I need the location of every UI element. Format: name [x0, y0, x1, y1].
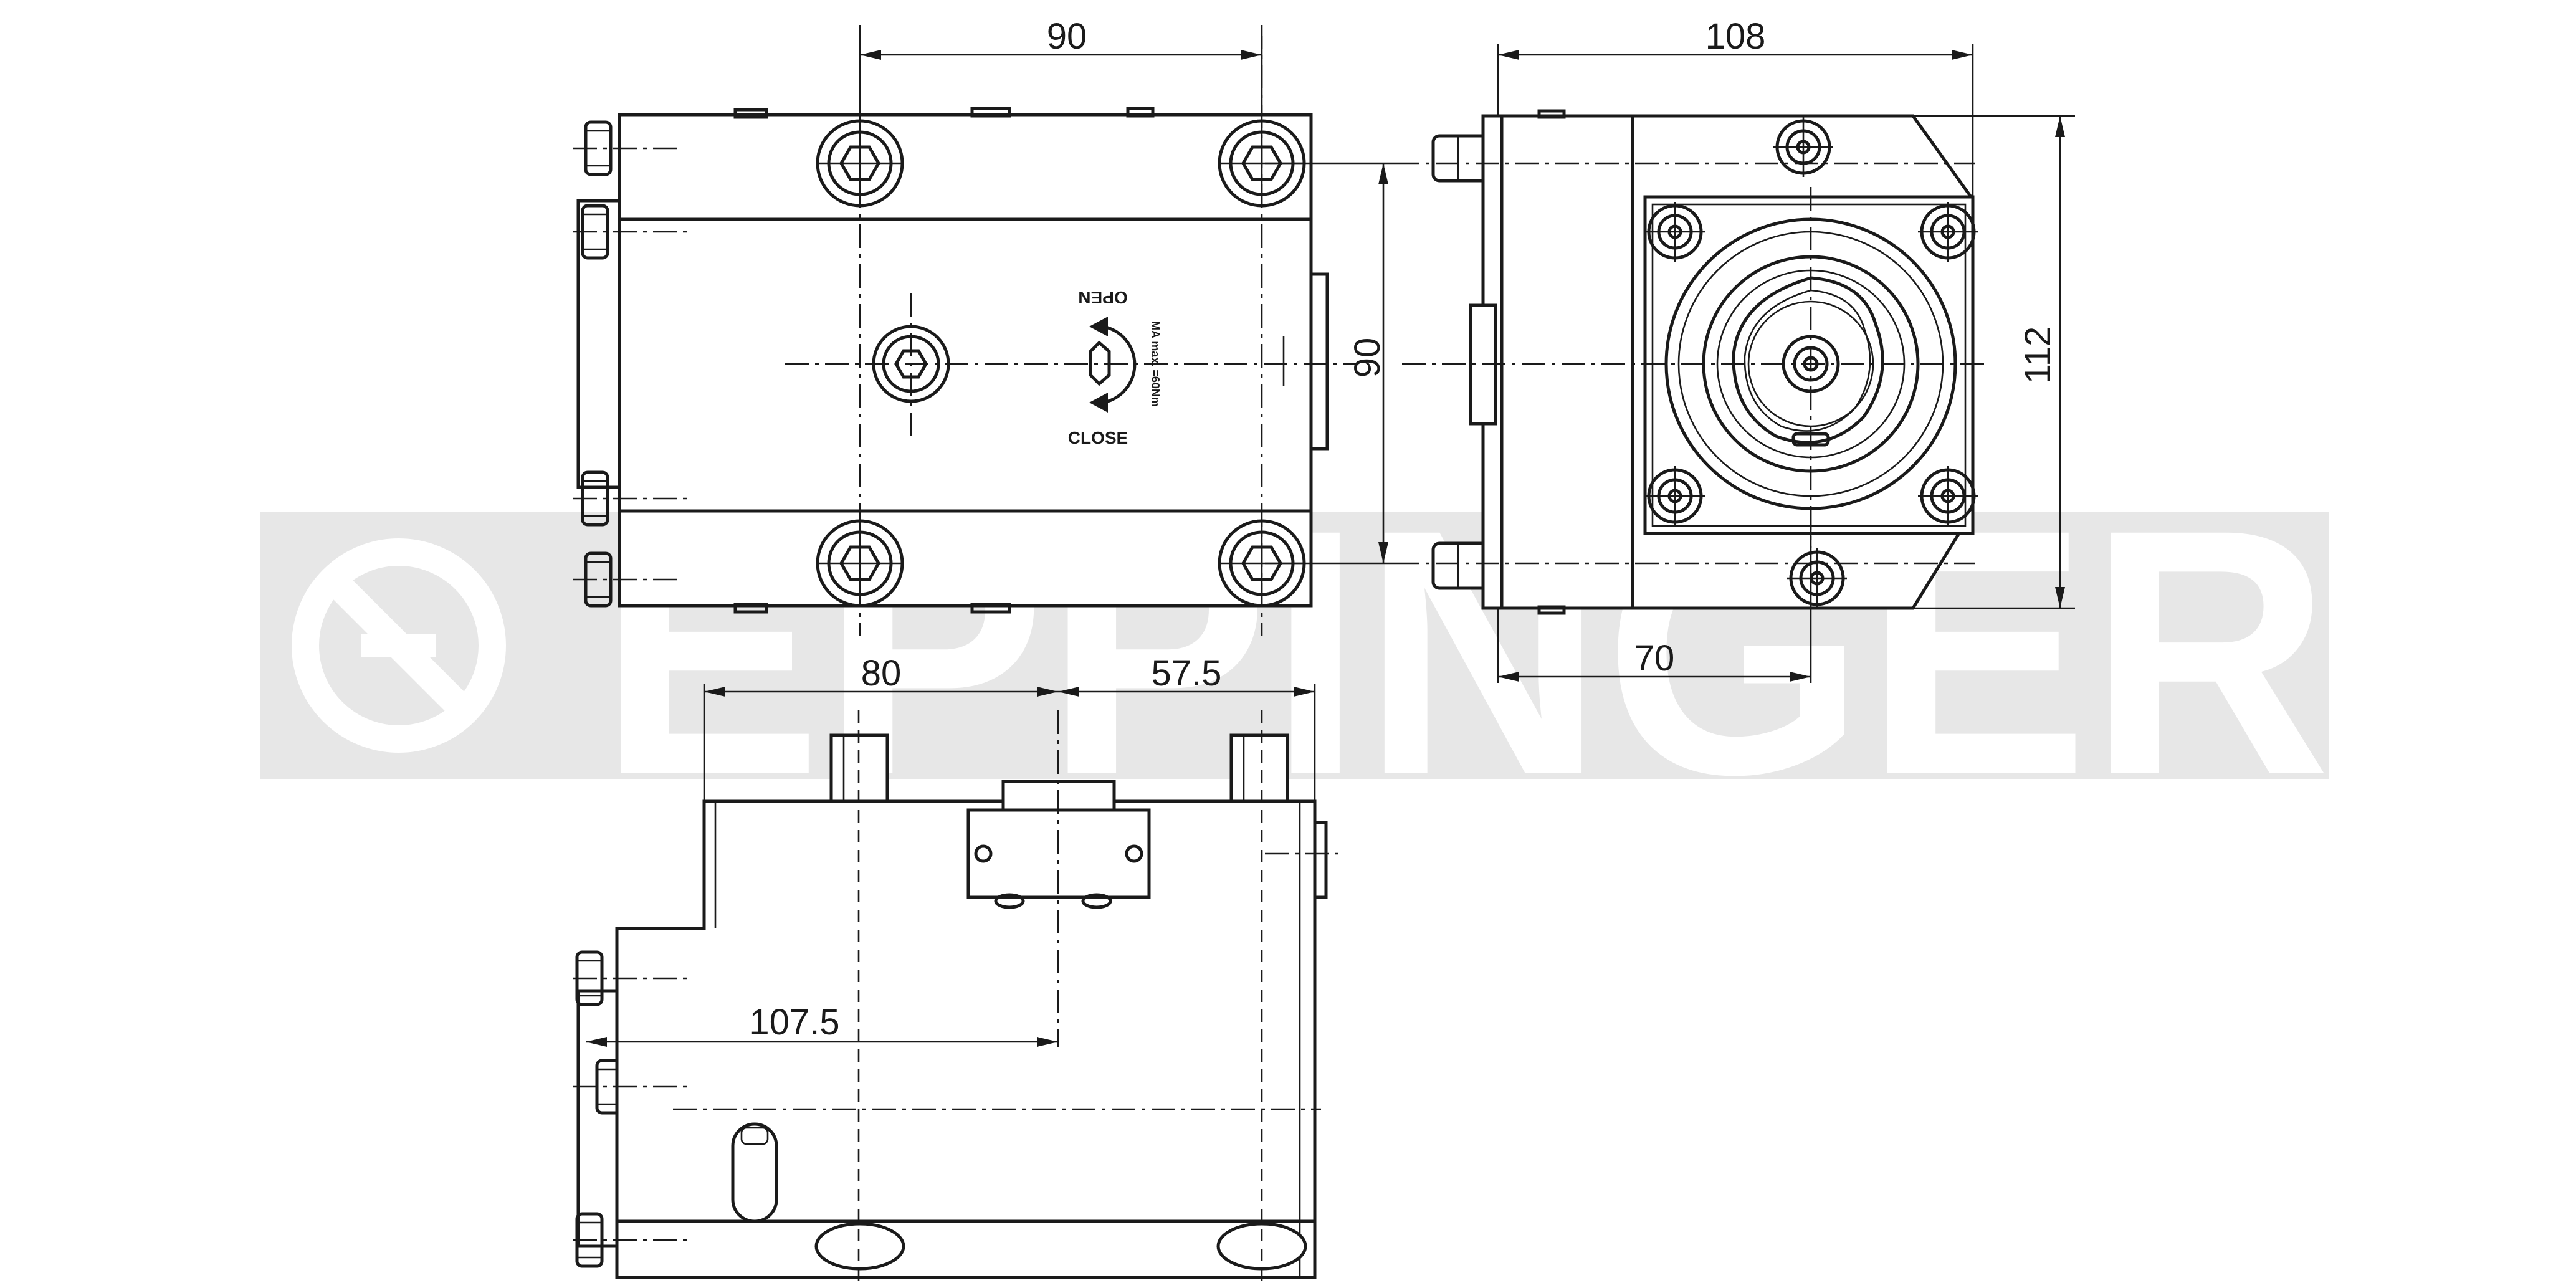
side-body: [615, 799, 1317, 1279]
grip-handle: [731, 1122, 778, 1223]
clamp-screw: [872, 325, 950, 403]
dim-top-width: 90: [1047, 16, 1087, 57]
spindle-nut: [1732, 276, 1884, 444]
dim-side-b: 57.5: [1152, 653, 1222, 694]
front-view: 108 112 70: [1396, 16, 2075, 683]
watermark-logo-icon: [292, 538, 506, 753]
body-outline: [618, 113, 1313, 608]
side-pin-right: [1229, 733, 1289, 803]
front-plate: [1500, 114, 1634, 610]
dim-front-width: 108: [1705, 16, 1766, 57]
dim-front-offset: 70: [1634, 638, 1675, 679]
dim-top-height: 90: [1347, 338, 1388, 378]
dim-side-a: 80: [861, 653, 902, 694]
top-view: OPEN CLOSE MA max. =60Nm 90 90: [573, 16, 1396, 636]
close-label: CLOSE: [1068, 428, 1128, 447]
side-view: 80 57.5 107.5: [573, 653, 1340, 1284]
flange-plate-left: [576, 199, 621, 489]
dim-side-length: 107.5: [749, 1002, 839, 1042]
lock-direction-icon: [1089, 317, 1137, 413]
dim-front-height: 112: [2018, 327, 2058, 384]
torque-label: MA max. =60Nm: [1149, 321, 1162, 407]
open-label: OPEN: [1078, 288, 1127, 307]
